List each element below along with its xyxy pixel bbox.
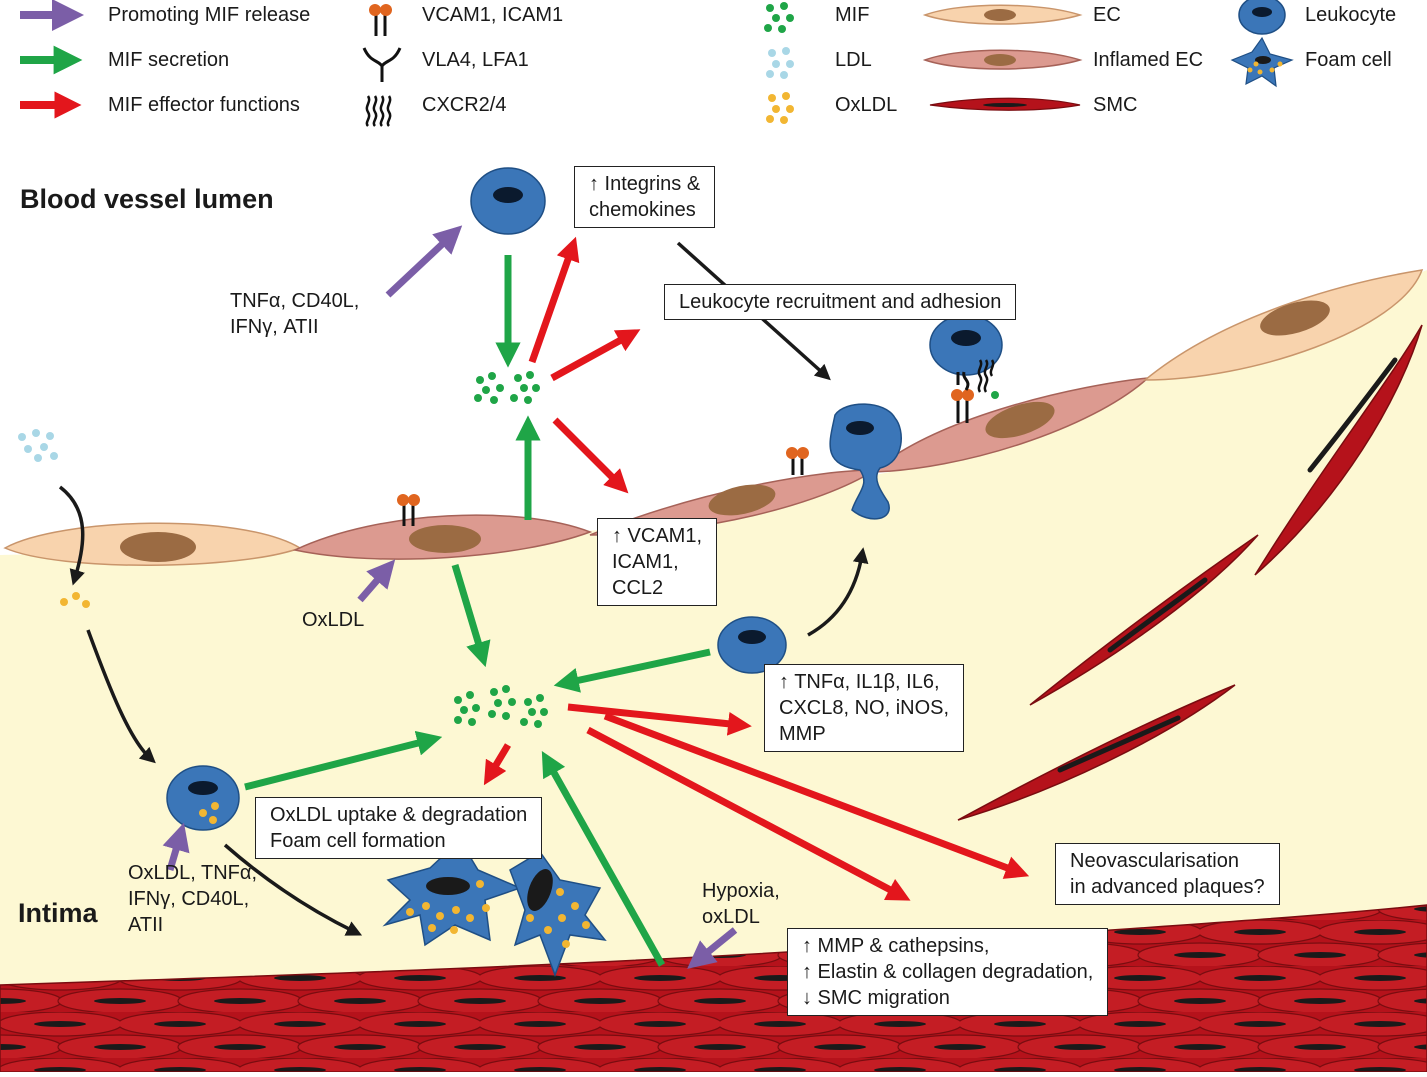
oxldl-legend-icon — [766, 92, 794, 124]
oxldl-ec-label: OxLDL — [302, 609, 365, 631]
legend-mif-label: MIF — [835, 4, 870, 26]
adhesion-molecule-icon — [369, 4, 392, 36]
legend-oxldl-label: OxLDL — [835, 94, 898, 116]
legend-cxcr-label: CXCR2/4 — [422, 94, 507, 116]
mmp-box: ↑ MMP & cathepsins, ↑ Elastin & collagen… — [787, 928, 1109, 1016]
cytokines-box: ↑ TNFα, IL1β, IL6, CXCL8, NO, iNOS, MMP — [764, 664, 965, 752]
intima-macrophage — [717, 616, 787, 674]
legend-ldl-label: LDL — [835, 49, 872, 71]
process-arrows — [58, 241, 869, 936]
adhesion-molecules — [397, 389, 974, 526]
lumen-leukocyte — [470, 167, 546, 235]
legend-foam-cell-label: Foam cell — [1305, 49, 1392, 71]
secretion-arrows — [244, 255, 711, 967]
vcam-box: ↑ VCAM1, ICAM1, CCL2 — [597, 518, 718, 606]
foam-cells — [382, 838, 607, 978]
transmigrating-leukocyte — [829, 403, 902, 520]
effector-arrows — [483, 236, 1030, 901]
chemokine-receptor-icon — [365, 95, 392, 127]
foam-box: OxLDL uptake & degradation Foam cell for… — [255, 797, 543, 859]
legend-ec-label: EC — [1093, 4, 1121, 26]
adherent-leukocyte — [929, 314, 1003, 399]
legend-inflamed-ec-label: Inflamed EC — [1093, 49, 1204, 71]
legend-effector-label: MIF effector functions — [108, 94, 300, 116]
legend-icons — [20, 0, 1294, 127]
mif-legend-icon — [764, 2, 794, 33]
hypoxia-label: Hypoxia, oxLDL — [702, 880, 780, 928]
lumen-title: Blood vessel lumen — [20, 184, 274, 214]
recruitment-box: Leukocyte recruitment and adhesion — [664, 284, 1017, 320]
legend-promoting-label: Promoting MIF release — [108, 4, 311, 26]
ldl-particles — [18, 429, 58, 462]
mif-cluster-intima — [454, 685, 548, 728]
intima-smc-cells — [957, 324, 1423, 821]
ec-legend-icon — [922, 4, 1083, 25]
promoting-arrows — [162, 225, 738, 969]
neovascularisation-box: Neovascularisation in advanced plaques? — [1055, 843, 1280, 905]
smc-legend-icon — [929, 97, 1081, 111]
legend-vcam-label: VCAM1, ICAM1 — [422, 4, 564, 26]
intima-title: Intima — [18, 898, 98, 928]
foam-cell-legend-icon — [1230, 36, 1294, 88]
integrin-icon — [362, 47, 402, 82]
legend-vla4-label: VLA4, LFA1 — [422, 49, 529, 71]
mif-cluster-lumen — [474, 371, 540, 404]
leukocyte-legend-icon — [1238, 0, 1286, 35]
legend-smc-label: SMC — [1093, 94, 1138, 116]
legend-leukocyte-label: Leukocyte — [1305, 4, 1397, 26]
legend-secretion-label: MIF secretion — [108, 49, 230, 71]
inflamed-ec-legend-icon — [922, 49, 1083, 70]
lumen-stimuli-label: TNFα, CD40L, IFNγ, ATII — [230, 290, 360, 338]
integrins-box: ↑ Integrins & chemokines — [574, 166, 716, 228]
oxldl-laden-monocyte — [166, 765, 240, 831]
ldl-legend-icon — [766, 47, 794, 79]
intima-stimuli-label: OxLDL, TNFα, IFNγ, CD40L, ATII — [128, 862, 257, 936]
legend-arrow-icons — [20, 0, 84, 119]
oxldl-particles — [60, 592, 90, 608]
